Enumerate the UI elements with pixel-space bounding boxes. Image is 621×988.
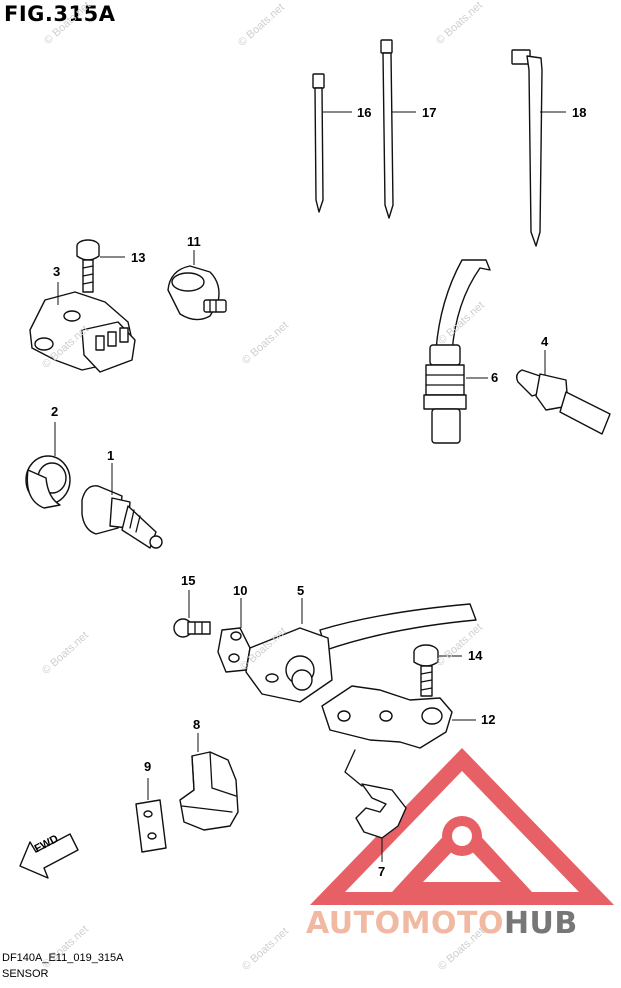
part-16-cable-tie: [312, 73, 352, 213]
part-6-oxygen-sensor: [423, 259, 491, 444]
figure-caption: SENSOR: [2, 968, 49, 980]
fwd-arrow-icon: [19, 833, 79, 879]
callout-13: 13: [131, 250, 146, 265]
part-1-sensor: [81, 463, 163, 549]
part-4-temp-sensor: [515, 350, 611, 435]
callout-1: 1: [107, 448, 115, 463]
part-13-bolt: [76, 239, 125, 293]
figure-title: FIG.315A: [4, 2, 116, 26]
callout-2: 2: [51, 404, 59, 419]
part-9-spacer: [135, 778, 167, 853]
part-17-cable-tie: [380, 39, 416, 219]
part-2-grommet: [25, 422, 71, 509]
figure-code: DF140A_E11_019_315A: [2, 952, 124, 964]
automotohub-logo: [310, 748, 614, 905]
part-10-bracket: [217, 598, 251, 673]
brand-part-2: HUB: [503, 906, 578, 941]
callout-16: 16: [357, 105, 372, 120]
brand-wordmark: AUTOMOTOHUB: [306, 906, 578, 941]
part-14-bolt: [413, 644, 462, 697]
part-11-knock-sensor: [167, 250, 227, 321]
callout-7: 7: [378, 864, 386, 879]
part-15-bolt: [173, 590, 211, 638]
part-12-sensor-bracket: [321, 685, 476, 787]
part-8-clamp: [179, 733, 239, 831]
callout-15: 15: [181, 573, 196, 588]
callout-6: 6: [491, 370, 499, 385]
callout-4: 4: [541, 334, 549, 349]
part-7-clip: [355, 783, 407, 862]
brand-part-1: AUTOMOTO: [306, 906, 504, 941]
callout-18: 18: [572, 105, 587, 120]
callout-3: 3: [53, 264, 61, 279]
callout-9: 9: [144, 759, 152, 774]
callout-17: 17: [422, 105, 437, 120]
part-18-cable-tie: [511, 49, 566, 247]
callout-10: 10: [233, 583, 248, 598]
callout-12: 12: [481, 712, 496, 727]
part-3-map-sensor: [29, 282, 136, 373]
callout-5: 5: [297, 583, 305, 598]
part-5-crank-sensor: [245, 598, 477, 703]
callout-14: 14: [468, 648, 483, 663]
callout-8: 8: [193, 717, 201, 732]
callout-11: 11: [187, 234, 201, 249]
